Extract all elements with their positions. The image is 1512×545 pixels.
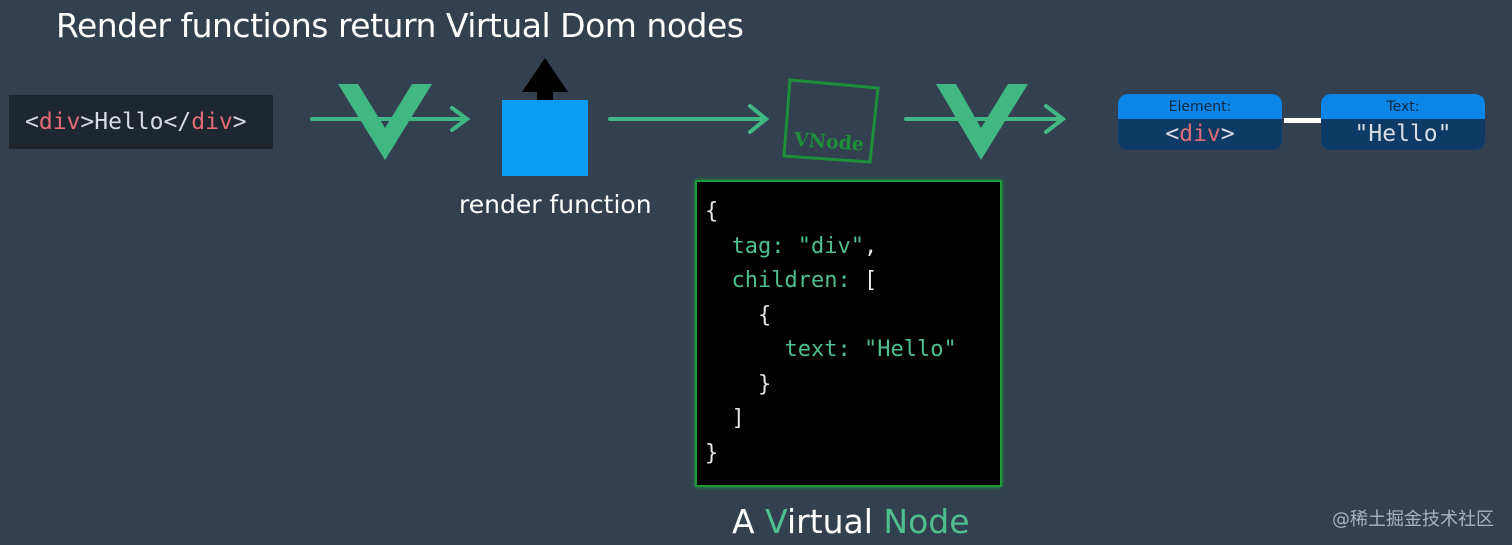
- arrow-icon: [310, 106, 471, 132]
- render-function-label: render function: [459, 190, 652, 219]
- vue-logo-icon: [936, 84, 1028, 160]
- source-text: Hello: [94, 109, 164, 135]
- source-html-snippet: <div>Hello</div>: [9, 95, 273, 149]
- dom-text-node: Text: "Hello": [1321, 94, 1485, 150]
- code-child-close: }: [757, 371, 772, 397]
- render-function-box: [502, 100, 588, 176]
- page-title: Render functions return Virtual Dom node…: [56, 6, 744, 45]
- vue-logo-icon: [338, 84, 432, 160]
- code-tag-value: "div": [797, 233, 864, 259]
- element-node-label: Element:: [1168, 99, 1232, 115]
- code-array-close: ]: [731, 406, 745, 431]
- vnode-sketch-icon: VNode: [782, 78, 880, 164]
- code-tag-key: tag:: [731, 233, 785, 259]
- caption-irtual: irtual: [786, 502, 884, 541]
- vnode-sketch-label: VNode: [792, 129, 865, 156]
- vnode-code-box: [695, 180, 1002, 487]
- code-text-value: "Hello": [863, 337, 957, 362]
- source-end-gt: >: [232, 109, 247, 135]
- source-end-lt: </: [163, 109, 192, 135]
- code-child-open: {: [757, 302, 772, 328]
- code-array-open: [: [863, 268, 878, 293]
- watermark: @稀土掘金技术社区: [1332, 509, 1494, 530]
- caption-node: Node: [883, 502, 970, 541]
- source-gt: >: [80, 109, 95, 135]
- element-tag: div: [1179, 121, 1221, 147]
- source-lt: <: [25, 109, 39, 135]
- source-open-tag: div: [38, 109, 81, 135]
- text-node-value: "Hello": [1321, 119, 1485, 150]
- arrow-icon: [608, 104, 770, 134]
- element-node-value: <div>: [1118, 119, 1282, 150]
- code-brace-close: }: [705, 440, 719, 466]
- code-text-key: text:: [784, 337, 851, 362]
- text-node-label: Text:: [1386, 99, 1420, 115]
- source-close-tag: div: [191, 109, 233, 135]
- caption: A Virtual Node: [732, 502, 970, 541]
- element-gt: >: [1220, 121, 1235, 147]
- caption-v: V: [765, 502, 787, 541]
- node-connector: [1284, 118, 1322, 123]
- dom-element-node: Element: <div>: [1118, 94, 1282, 150]
- code-children-key: children:: [731, 268, 851, 293]
- arrow-icon: [904, 104, 1067, 134]
- up-arrow-icon: [522, 58, 568, 128]
- vnode-code: { tag: "div", children: [ { text: "Hello…: [705, 199, 957, 466]
- caption-a: A: [732, 502, 766, 541]
- code-brace-open: {: [705, 199, 719, 224]
- element-lt: <: [1165, 121, 1180, 147]
